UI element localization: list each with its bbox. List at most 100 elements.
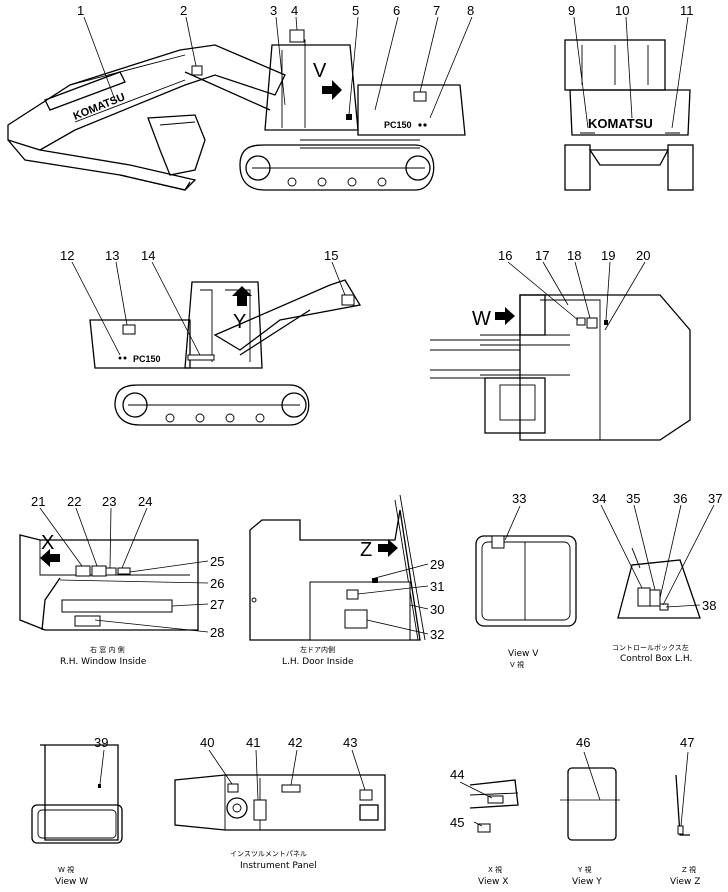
callout-35: 35 <box>626 491 640 506</box>
callout-20: 20 <box>636 248 650 263</box>
callout-39: 39 <box>94 735 108 750</box>
callout-10: 10 <box>615 3 629 18</box>
callout-23: 23 <box>102 494 116 509</box>
view-z-label: Z <box>360 539 372 561</box>
view-w-label: W <box>472 308 491 330</box>
callout-7: 7 <box>433 3 440 18</box>
view-z-detail <box>675 774 690 836</box>
decal-34 <box>637 587 651 607</box>
view-x-detail <box>469 779 519 833</box>
excavator-right-side-view: KOMATSU V PC150 <box>7 29 466 191</box>
callout-47: 47 <box>680 735 694 750</box>
callout-31: 31 <box>430 579 444 594</box>
view-x-label: X <box>41 532 54 554</box>
decal-29 <box>372 578 378 583</box>
decal-43 <box>359 789 373 801</box>
caption-panel-jp: インスツルメントパネル <box>230 850 307 858</box>
callout-24: 24 <box>138 494 152 509</box>
decal-41 <box>253 799 267 821</box>
callout-16: 16 <box>498 248 512 263</box>
callout-29: 29 <box>430 557 444 572</box>
caption-view-z: View Z <box>670 877 700 887</box>
caption-view-v-jp: V 視 <box>510 660 524 669</box>
callout-5: 5 <box>352 3 359 18</box>
caption-lh-door-jp: 左ドア内側 <box>300 645 335 654</box>
decal-32 <box>344 609 368 629</box>
decal-39 <box>98 784 101 788</box>
boom-brand-text: KOMATSU <box>72 91 127 123</box>
caption-view-v: View V <box>508 649 539 659</box>
decal-5 <box>346 114 352 120</box>
callout-9: 9 <box>568 3 575 18</box>
decal-31 <box>346 589 359 600</box>
callout-14: 14 <box>141 248 155 263</box>
callout-41: 41 <box>246 735 260 750</box>
caption-rh-window: R.H. Window Inside <box>60 657 147 667</box>
callout-21: 21 <box>31 494 45 509</box>
decal-2 <box>191 65 203 76</box>
decal-26 <box>74 615 101 627</box>
decal-16 <box>576 317 586 326</box>
view-w-arrow <box>495 307 515 325</box>
callout-17: 17 <box>535 248 549 263</box>
callout-30: 30 <box>430 602 444 617</box>
control-box-lh <box>617 547 701 619</box>
callout-8: 8 <box>467 3 474 18</box>
callout-1: 1 <box>77 3 84 18</box>
decal-40 <box>227 783 239 793</box>
decal-35 <box>649 589 661 607</box>
decal-7 <box>413 91 427 102</box>
instrument-panel <box>174 774 386 831</box>
callout-40: 40 <box>200 735 214 750</box>
leader-lines <box>39 16 715 827</box>
decal-18 <box>586 317 598 329</box>
rear-brand-text: KOMATSU <box>588 116 653 131</box>
decal-42 <box>281 784 301 793</box>
model-text-left: PC150 <box>133 354 161 364</box>
view-y-arrow <box>232 286 252 306</box>
callout-18: 18 <box>567 248 581 263</box>
decal-47 <box>677 825 684 835</box>
view-z-arrow <box>378 539 398 557</box>
callout-19: 19 <box>601 248 615 263</box>
callout-32: 32 <box>430 627 444 642</box>
decal-15 <box>341 294 355 306</box>
callout-34: 34 <box>592 491 606 506</box>
lh-door-inside: Z <box>249 494 426 641</box>
rh-window-inside: X <box>19 532 199 631</box>
view-v-label: V <box>313 60 327 82</box>
callout-43: 43 <box>343 735 357 750</box>
decal-44 <box>487 795 504 804</box>
callout-3: 3 <box>270 3 277 18</box>
callout-36: 36 <box>673 491 687 506</box>
caption-control-box-jp: コントロールボックス左 <box>612 643 689 652</box>
callout-15: 15 <box>324 248 338 263</box>
decal-13 <box>122 324 136 335</box>
model-text-right: PC150 <box>384 120 412 130</box>
excavator-left-side-view: PC150 Y <box>89 279 362 426</box>
view-v-detail <box>475 535 577 627</box>
callout-46: 46 <box>576 735 590 750</box>
decal-14 <box>187 354 215 361</box>
view-y-label: Y <box>233 311 246 333</box>
decal-45 <box>477 823 491 833</box>
caption-view-w-jp: W 視 <box>58 865 74 874</box>
view-x-arrow <box>40 549 60 567</box>
callout-6: 6 <box>393 3 400 18</box>
caption-panel: Instrument Panel <box>240 861 317 871</box>
caption-view-x-jp: X 視 <box>488 865 502 874</box>
decal-24 <box>117 567 131 575</box>
view-w-detail <box>31 744 123 844</box>
caption-view-x: View X <box>478 877 508 887</box>
decal-21 <box>75 565 91 577</box>
callout-11: 11 <box>680 3 694 18</box>
callout-27: 27 <box>210 597 224 612</box>
callout-42: 42 <box>288 735 302 750</box>
callout-37: 37 <box>708 491 722 506</box>
callout-44: 44 <box>450 767 464 782</box>
caption-view-z-jp: Z 視 <box>682 865 696 874</box>
view-v-arrow <box>322 80 342 100</box>
decal-23 <box>105 567 117 576</box>
